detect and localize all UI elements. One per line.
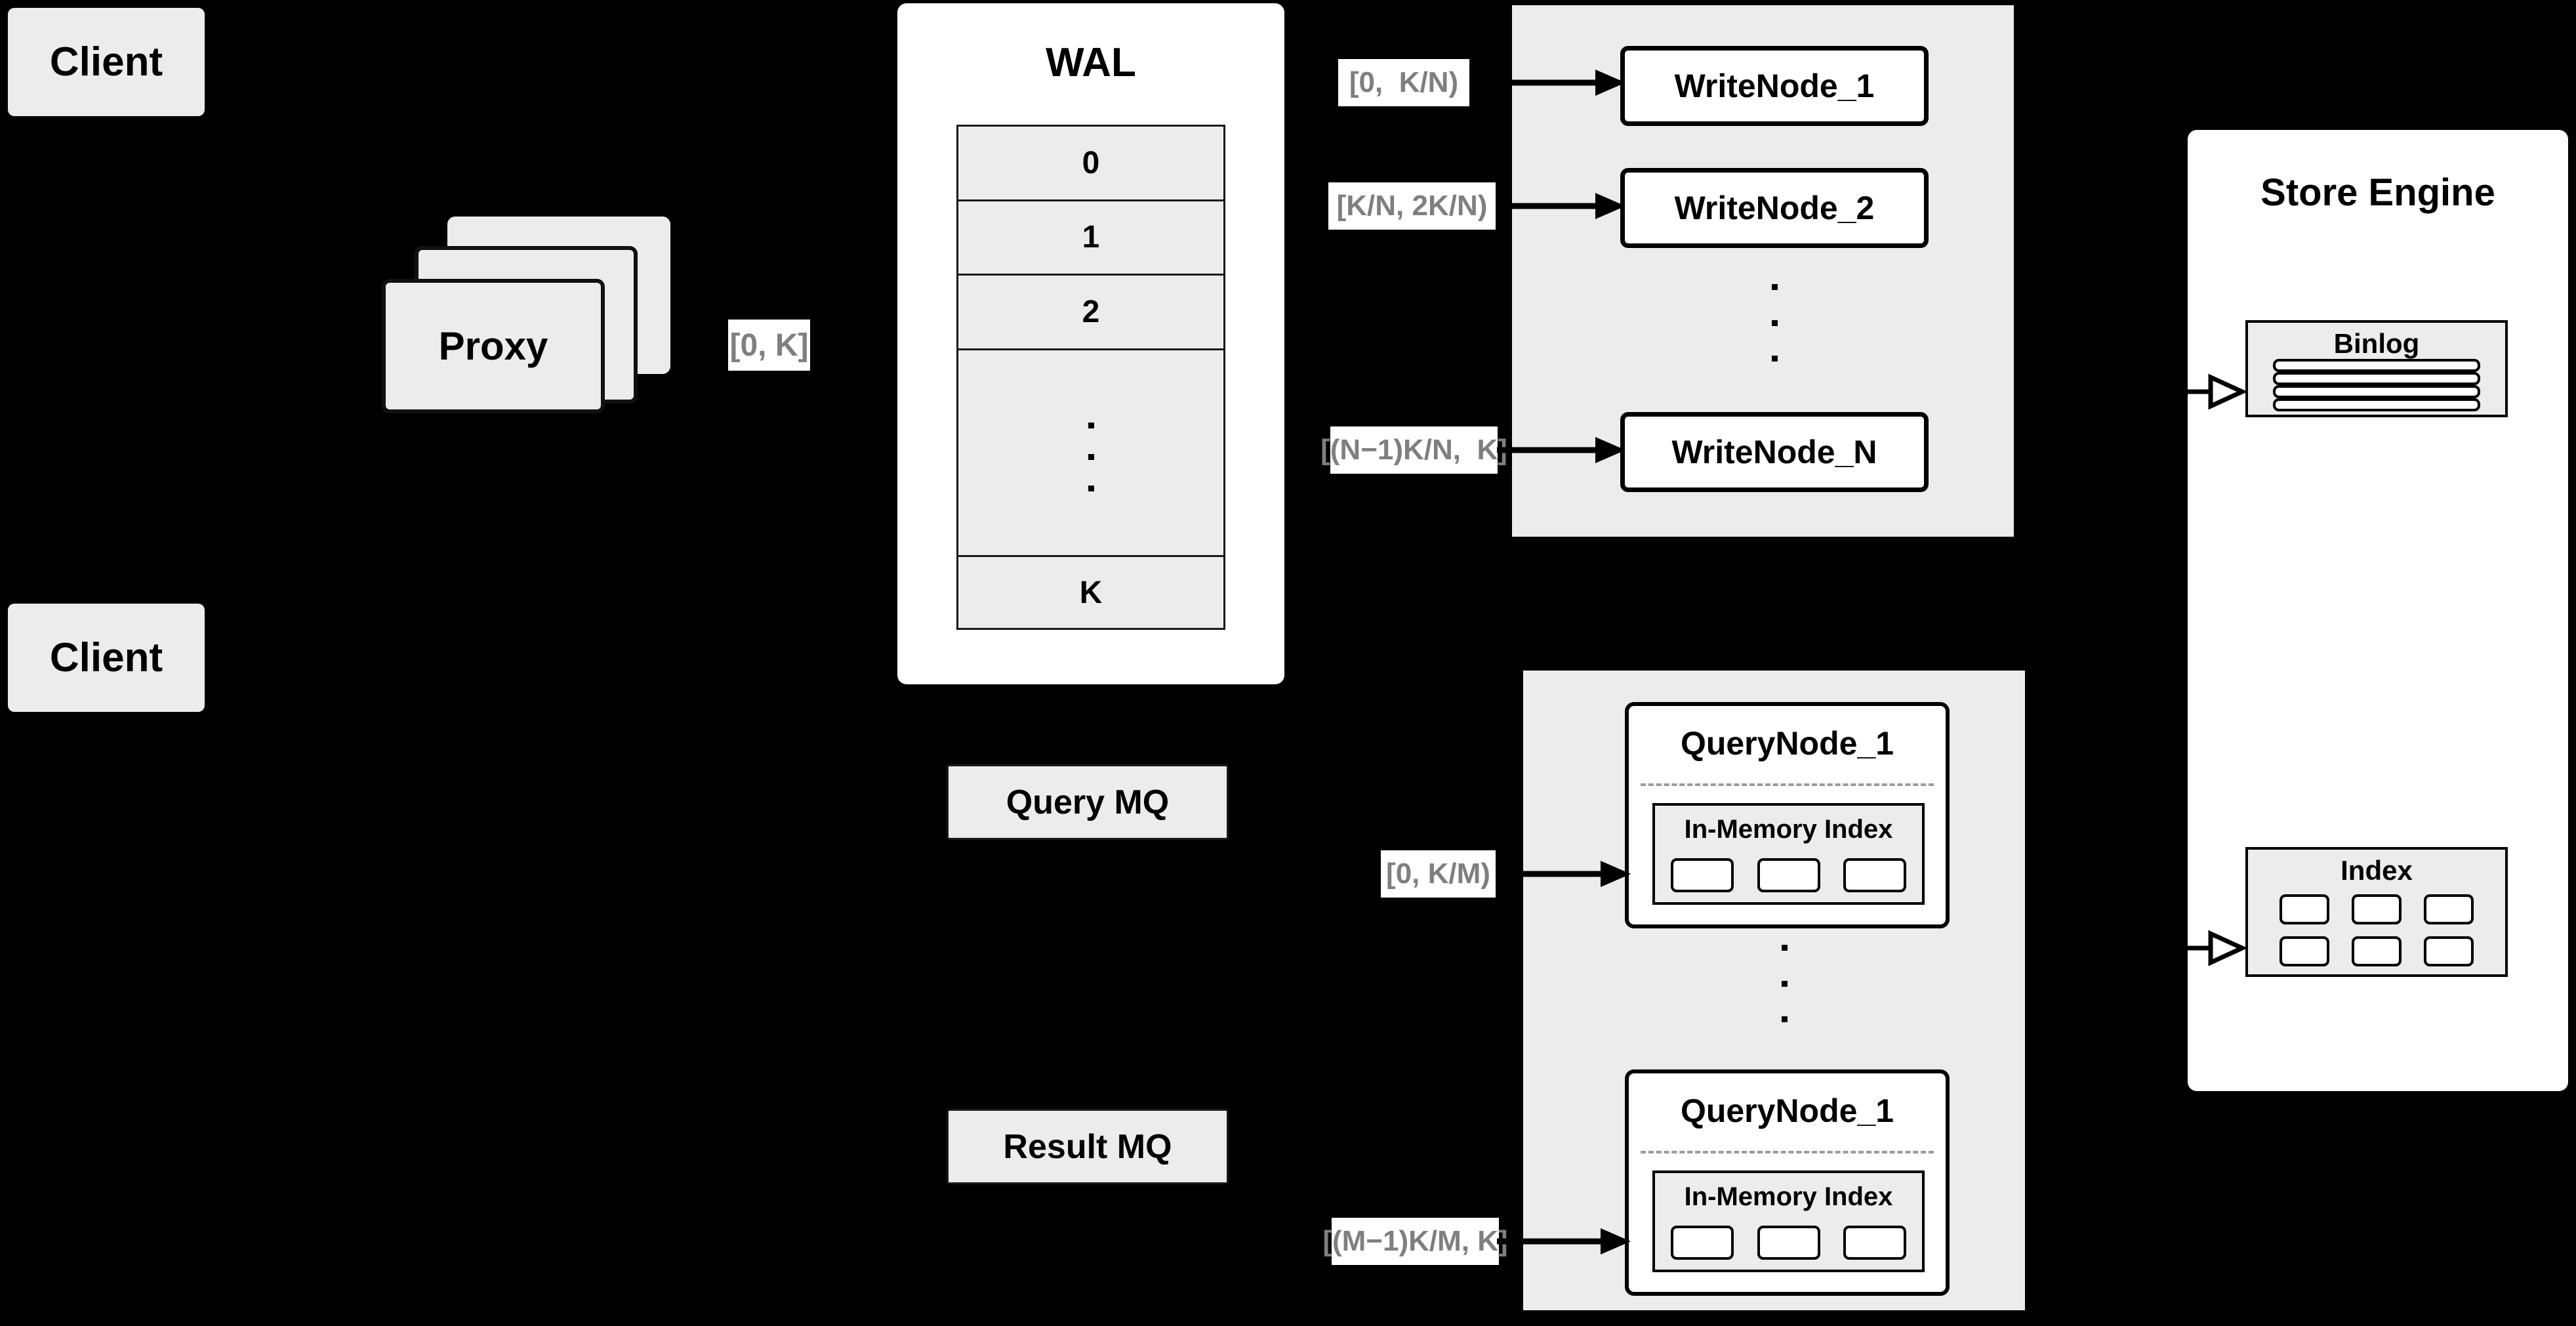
range-label-text: [0, K/N)	[1349, 66, 1459, 98]
wal-table: 0 1 2 K	[956, 125, 1225, 630]
result-mq-label: Result MQ	[1003, 1127, 1172, 1166]
index-cell[interactable]	[1843, 858, 1906, 892]
wal-row: K	[958, 557, 1223, 628]
client-box-1[interactable]: Client	[8, 8, 205, 116]
range-label-query-node-1: [0, K/M)	[1381, 850, 1496, 898]
index-grid-row	[2280, 936, 2474, 966]
range-label-write-node-2: [K/N, 2K/N)	[1328, 182, 1496, 230]
wal-row-label: 0	[1082, 145, 1100, 180]
query-mq-box[interactable]: Query MQ	[947, 764, 1229, 840]
proxy-card-front[interactable]: Proxy	[382, 279, 605, 413]
arrow-to-write-node-2	[1497, 193, 1625, 219]
range-label-text: [K/N, 2K/N)	[1336, 190, 1488, 222]
wal-row: 2	[958, 276, 1223, 350]
query-node-cluster: QueryNode_1 In-Memory Index QueryNode_1 …	[1523, 671, 2025, 1310]
arrow-to-query-node-m	[1497, 1228, 1631, 1254]
binlog-row[interactable]	[2273, 359, 2480, 372]
write-node-n-label: WriteNode_N	[1671, 434, 1877, 470]
index-cell[interactable]	[1757, 858, 1820, 892]
write-node-1-label: WriteNode_1	[1674, 68, 1875, 104]
range-label-write-node-n: [(N−1)K/N, K]	[1320, 426, 1507, 474]
write-node-2-label: WriteNode_2	[1674, 190, 1875, 226]
index-grid	[2280, 894, 2474, 966]
proxy-label: Proxy	[438, 324, 548, 368]
client-label-1: Client	[49, 39, 163, 85]
index-cell[interactable]	[2352, 894, 2402, 924]
wal-row-label: K	[1079, 575, 1103, 610]
index-cell[interactable]	[2424, 894, 2474, 924]
write-node-2[interactable]: WriteNode_2	[1620, 168, 1929, 248]
write-node-1[interactable]: WriteNode_1	[1620, 46, 1929, 126]
write-node-n[interactable]: WriteNode_N	[1620, 412, 1929, 492]
query-node-1-divider	[1641, 783, 1934, 786]
in-memory-index-m: In-Memory Index	[1652, 1171, 1925, 1272]
arrow-to-query-node-1	[1497, 861, 1631, 887]
client-box-2[interactable]: Client	[8, 604, 205, 712]
binlog-row[interactable]	[2273, 385, 2480, 398]
in-memory-index-1: In-Memory Index	[1652, 803, 1925, 905]
range-label-write-node-1: [0, K/N)	[1338, 59, 1469, 106]
range-label-text: [0, K/M)	[1386, 858, 1490, 890]
store-engine-title: Store Engine	[2260, 171, 2495, 214]
arrow-to-write-node-n	[1497, 437, 1625, 463]
index-cell[interactable]	[2352, 936, 2402, 966]
query-node-1-title: QueryNode_1	[1680, 725, 1894, 762]
wal-row: 0	[958, 127, 1223, 201]
index-grid-row	[2280, 894, 2474, 924]
wal-row: 1	[958, 201, 1223, 276]
index-panel: Index	[2245, 847, 2508, 977]
in-memory-index-1-title: In-Memory Index	[1684, 815, 1893, 844]
range-label-proxy-to-wal: [0, K]	[728, 320, 810, 371]
index-cell[interactable]	[1757, 1226, 1820, 1260]
binlog-row[interactable]	[2273, 372, 2480, 385]
index-cell[interactable]	[1671, 858, 1734, 892]
client-label-2: Client	[49, 635, 163, 680]
query-cluster-vertical-ellipsis	[1782, 945, 1788, 1022]
arrow-to-index	[2178, 930, 2248, 966]
index-cell[interactable]	[2280, 894, 2329, 924]
wal-row-label: 1	[1082, 220, 1100, 255]
wal-vertical-ellipsis	[1088, 422, 1094, 491]
in-memory-index-m-cells	[1671, 1226, 1906, 1260]
wal-container: WAL 0 1 2 K	[897, 3, 1284, 684]
range-label-text: [0, K]	[729, 327, 809, 363]
index-cell[interactable]	[2280, 936, 2329, 966]
wal-title: WAL	[1046, 40, 1136, 85]
index-title: Index	[2341, 855, 2413, 886]
query-mq-label: Query MQ	[1006, 783, 1170, 821]
query-node-1[interactable]: QueryNode_1 In-Memory Index	[1625, 702, 1950, 928]
arrow-to-binlog	[2178, 373, 2248, 410]
wal-row-label: 2	[1082, 295, 1100, 330]
range-label-text: [(N−1)K/N, K]	[1320, 434, 1507, 466]
binlog-panel: Binlog	[2245, 320, 2508, 417]
range-label-query-node-m: [(M−1)K/M, K]	[1322, 1218, 1508, 1265]
wal-row-ellipsis	[958, 350, 1223, 558]
write-cluster-vertical-ellipsis	[1772, 284, 1778, 362]
index-cell[interactable]	[1843, 1226, 1906, 1260]
query-node-m-title: QueryNode_1	[1680, 1092, 1894, 1129]
proxy-stack[interactable]: Proxy	[382, 217, 670, 433]
query-node-m-divider	[1641, 1151, 1934, 1153]
binlog-rows	[2273, 359, 2480, 411]
index-cell[interactable]	[1671, 1226, 1734, 1260]
binlog-title: Binlog	[2333, 328, 2420, 359]
result-mq-box[interactable]: Result MQ	[947, 1109, 1229, 1184]
in-memory-index-1-cells	[1671, 858, 1906, 892]
range-label-text: [(M−1)K/M, K]	[1322, 1225, 1508, 1257]
in-memory-index-m-title: In-Memory Index	[1684, 1182, 1893, 1211]
binlog-row[interactable]	[2273, 398, 2480, 411]
store-engine-container: Store Engine Binlog Index	[2188, 130, 2568, 1091]
index-cell[interactable]	[2424, 936, 2474, 966]
query-node-m[interactable]: QueryNode_1 In-Memory Index	[1625, 1069, 1950, 1296]
arrow-to-write-node-1	[1497, 70, 1625, 96]
